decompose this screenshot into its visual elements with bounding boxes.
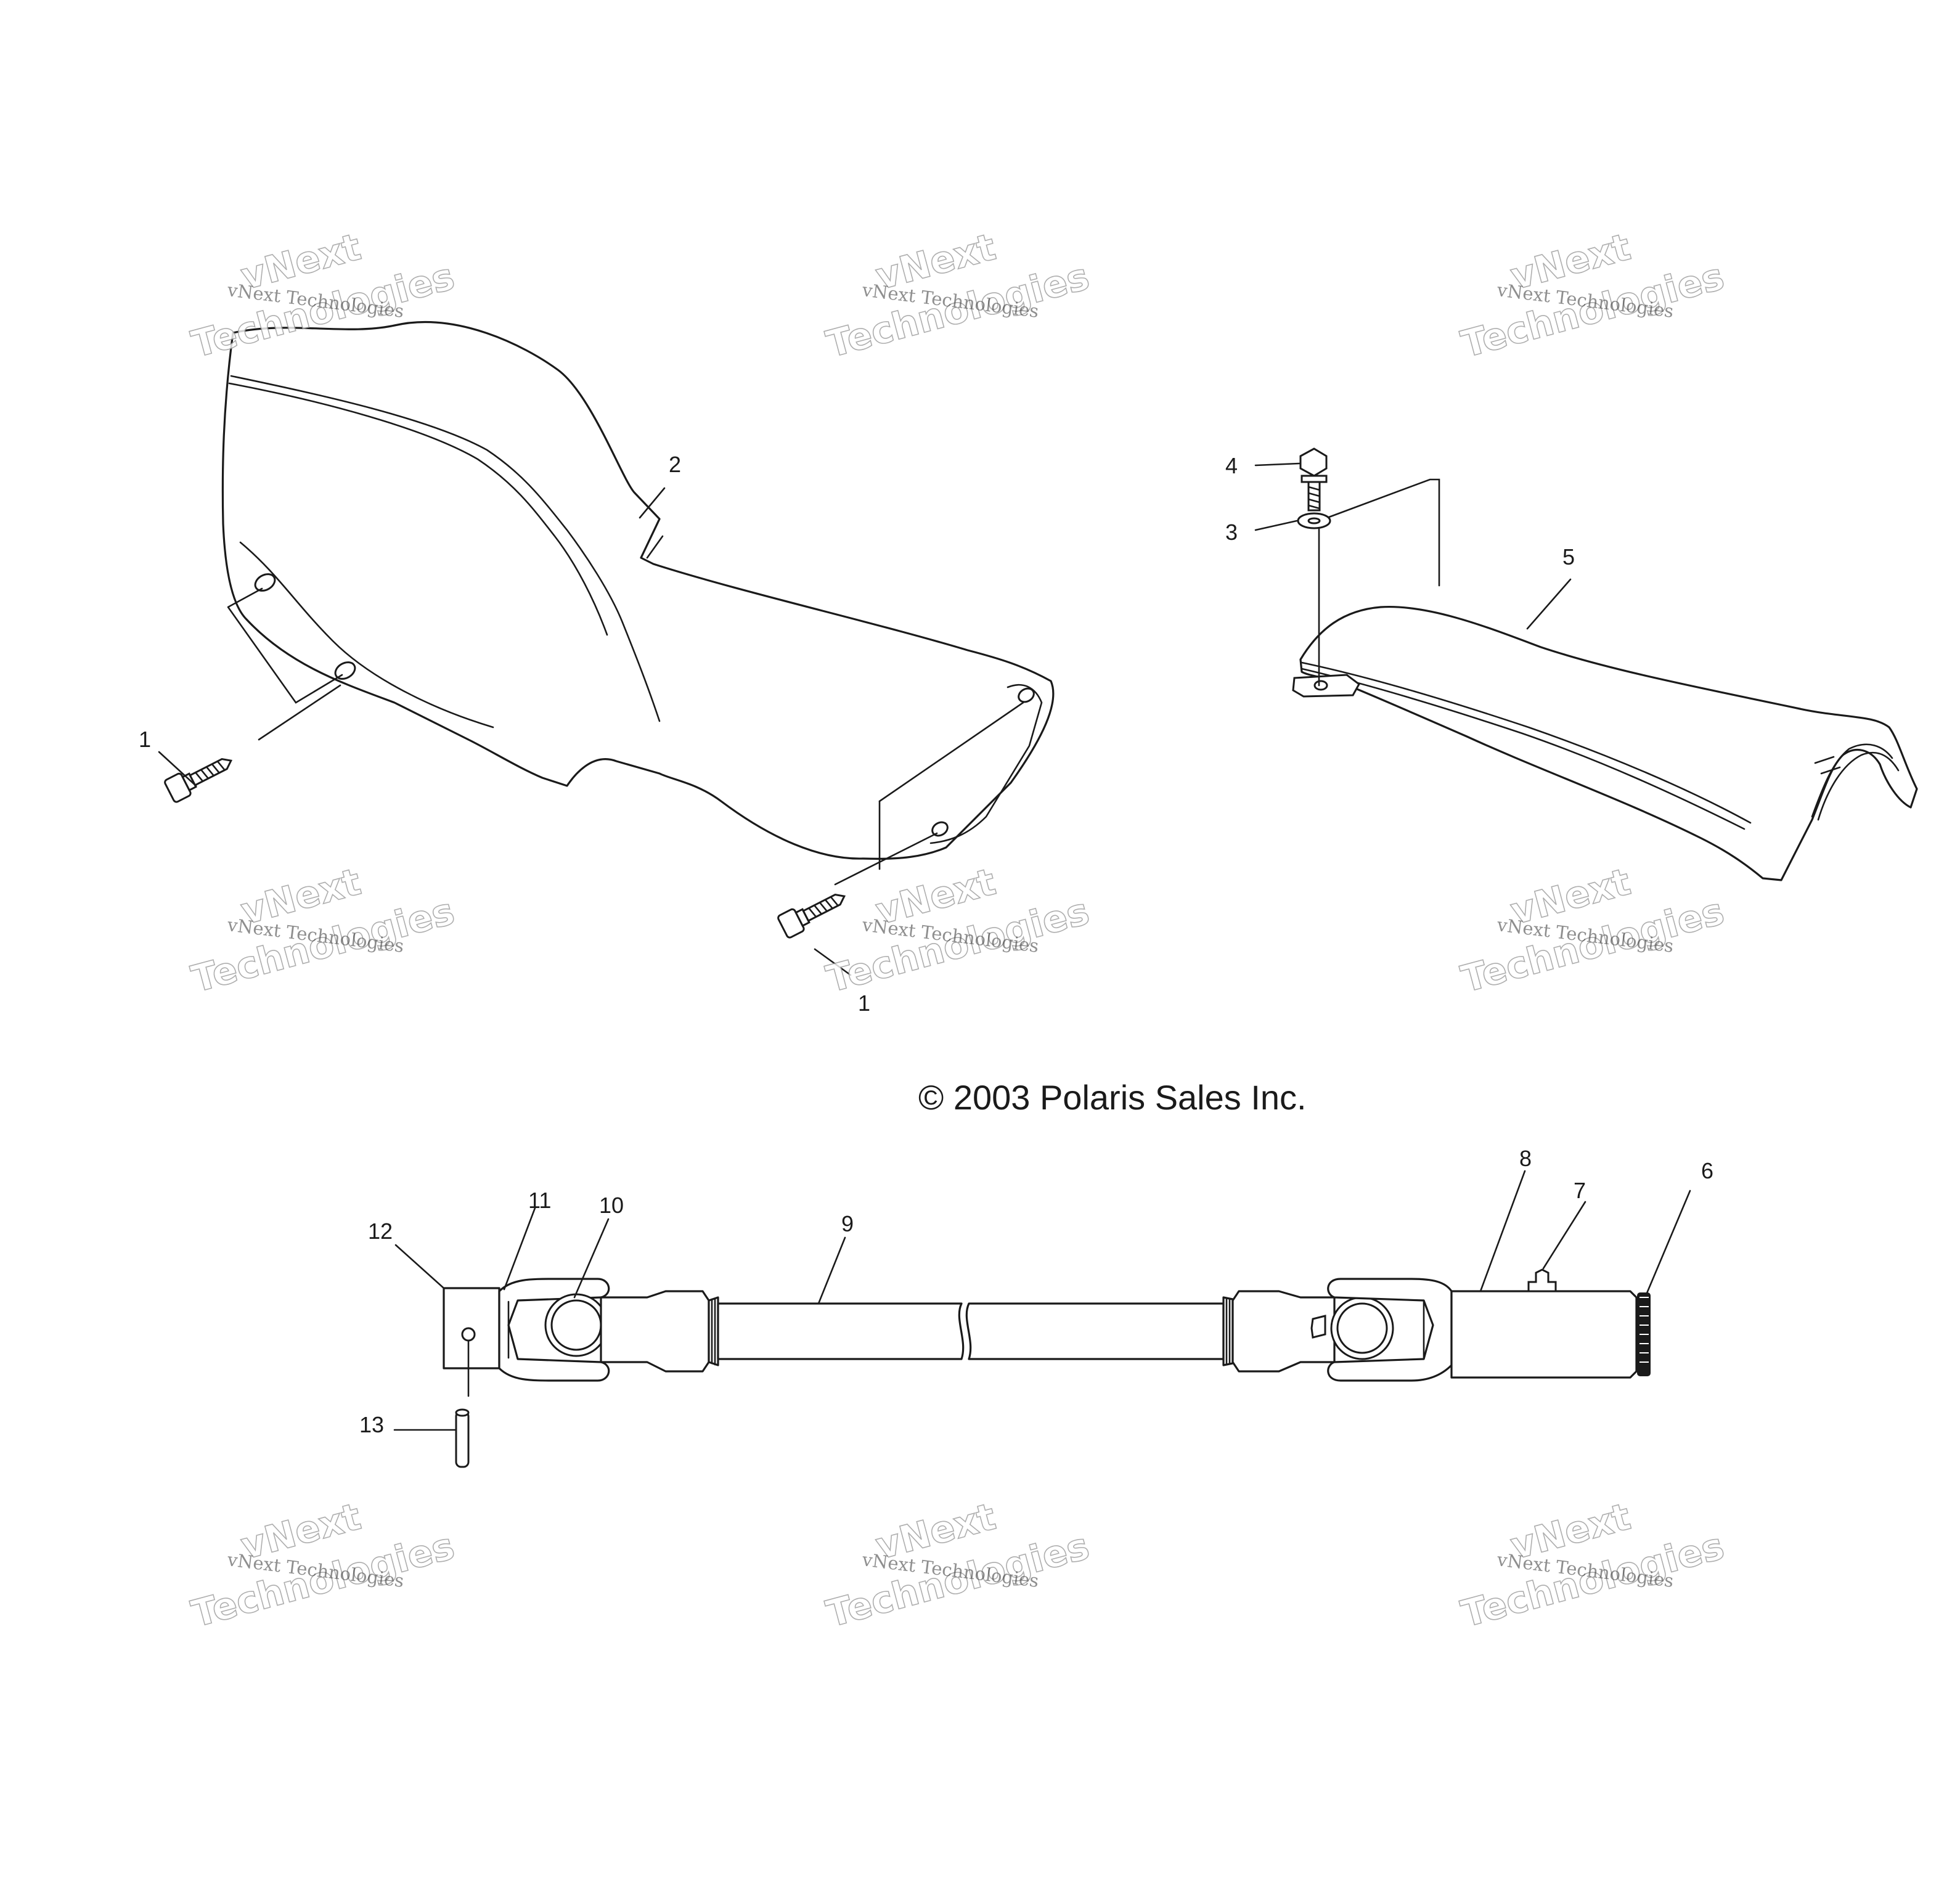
- part-2-cover: [221, 320, 1055, 860]
- callout-1-bottom: 1: [858, 990, 870, 1016]
- callout-labels: 1 1 2 3 4 5 6 7 8 9 10 11 12 13: [139, 452, 1713, 1437]
- callout-3: 3: [1225, 520, 1238, 545]
- part-5-leaders: [1318, 478, 1440, 687]
- callout-9: 9: [841, 1211, 854, 1236]
- callout-6: 6: [1701, 1158, 1713, 1183]
- part-4-bolt: [1299, 447, 1328, 512]
- watermark: vNext Technologies vNext Technologies: [822, 860, 1094, 1002]
- watermark: vNext Technologies vNext Technologies: [1456, 225, 1729, 367]
- copyright-notice: © 2003 Polaris Sales Inc.: [918, 1078, 1307, 1117]
- callout-13: 13: [359, 1412, 384, 1437]
- callout-12: 12: [368, 1218, 393, 1244]
- part-5-pad: [1292, 605, 1918, 881]
- callout-5: 5: [1562, 544, 1575, 569]
- callout-10: 10: [599, 1193, 624, 1218]
- part-1-screw-left: [164, 758, 233, 803]
- watermark: vNext Technologies vNext Technologies: [1456, 860, 1729, 1002]
- watermark: vNext Technologies vNext Technologies: [187, 860, 459, 1002]
- callout-8: 8: [1519, 1146, 1532, 1171]
- driveshaft-assembly: [443, 1268, 1651, 1382]
- watermark: vNext Technologies vNext Technologies: [187, 1495, 459, 1636]
- part-2-leaders: [227, 587, 1024, 886]
- part-1-screw-bottom: [777, 894, 846, 939]
- watermark: vNext Technologies vNext Technologies: [822, 225, 1094, 367]
- part-13-pin: [455, 1327, 476, 1468]
- callout-4: 4: [1225, 453, 1238, 478]
- callout-7: 7: [1574, 1178, 1586, 1203]
- callout-2: 2: [669, 452, 681, 477]
- callout-1-left: 1: [139, 727, 151, 752]
- watermark: vNext Technologies vNext Technologies: [822, 1495, 1094, 1636]
- callout-leaders: [158, 462, 1691, 1431]
- watermark: vNext Technologies vNext Technologies: [1456, 1495, 1729, 1636]
- callout-11: 11: [528, 1188, 551, 1213]
- part-3-washer: [1297, 512, 1331, 529]
